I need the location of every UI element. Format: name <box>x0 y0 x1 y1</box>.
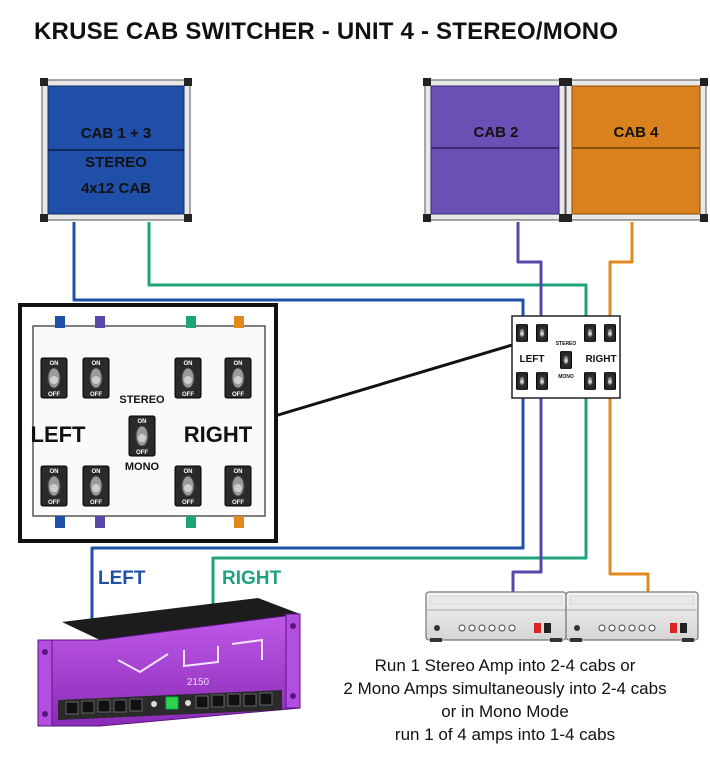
toggle-s-left-bottom-1[interactable] <box>516 372 528 390</box>
toggle-left-bottom-2[interactable]: ON OFF <box>82 465 110 507</box>
toggle-s-left-top-2[interactable] <box>536 324 548 342</box>
vht-logo <box>117 638 263 674</box>
toggle-off-label: OFF <box>48 500 60 506</box>
blue-cable-cab <box>72 222 525 316</box>
toggle-right-bottom-2[interactable]: ON OFF <box>224 465 252 507</box>
small-mono-label: MONO <box>558 374 574 380</box>
toggle-off-label: OFF <box>232 392 244 398</box>
toggle-on-label: ON <box>92 469 101 475</box>
toggle-s-left-top-1[interactable] <box>516 324 528 342</box>
toggle-right-top-1[interactable]: ON OFF <box>174 357 202 399</box>
toggle-off-label: OFF <box>232 500 244 506</box>
toggle-left-bottom-1[interactable]: ON OFF <box>40 465 68 507</box>
amp-head-1 <box>425 591 567 642</box>
switcher-right-label: RIGHT <box>184 422 253 447</box>
bottom-jacks <box>55 516 244 528</box>
toggle-small-stereo-mono[interactable] <box>560 351 572 369</box>
toggle-right-bottom-1[interactable]: ON OFF <box>174 465 202 507</box>
small-left-label: LEFT <box>520 354 545 365</box>
cables <box>72 222 650 620</box>
toggle-on-label: ON <box>184 469 193 475</box>
toggle-right-top-2[interactable]: ON OFF <box>224 357 252 399</box>
toggle-off-label: OFF <box>90 392 102 398</box>
cab-1-3: CAB 1 + 3 STEREO 4x12 CAB <box>40 78 192 222</box>
cab-1-3-stereo-label: STEREO <box>85 154 147 171</box>
toggle-s-right-bottom-2[interactable] <box>604 372 616 390</box>
toggle-off-label: OFF <box>182 392 194 398</box>
power-led <box>165 696 179 710</box>
toggle-left-top-1[interactable]: ON OFF <box>40 357 68 399</box>
toggle-on-label: ON <box>50 469 59 475</box>
toggle-s-right-bottom-1[interactable] <box>584 372 596 390</box>
cab-2-label: CAB 2 <box>473 124 518 141</box>
amp-left-label: LEFT <box>98 568 146 589</box>
toggle-stereo-mono[interactable]: ON OFF <box>128 415 156 457</box>
amp-model-label: 2150 <box>187 677 210 688</box>
toggle-off-label: OFF <box>136 450 148 456</box>
toggle-off-label: OFF <box>182 500 194 506</box>
caption: Run 1 Stereo Amp into 2-4 cabs or 2 Mono… <box>300 654 710 746</box>
toggle-off-label: OFF <box>48 392 60 398</box>
toggle-on-label: ON <box>50 361 59 367</box>
switcher-mono-label: MONO <box>125 461 160 473</box>
page-title: KRUSE CAB SWITCHER - UNIT 4 - STEREO/MON… <box>34 18 619 45</box>
caption-line-1: Run 1 Stereo Amp into 2-4 cabs or <box>374 656 636 675</box>
switcher-small: LEFT RIGHT STEREO MONO <box>511 315 621 399</box>
purple-cable-amp <box>511 398 543 602</box>
toggle-on-label: ON <box>138 419 147 425</box>
small-stereo-label: STEREO <box>556 341 577 347</box>
switcher-stereo-label: STEREO <box>119 394 165 406</box>
orange-cable-amp <box>608 398 650 602</box>
toggle-off-label: OFF <box>90 500 102 506</box>
cab-4-label: CAB 4 <box>613 124 659 141</box>
cab-1-3-label: CAB 1 + 3 <box>81 125 151 142</box>
small-right-label: RIGHT <box>585 354 616 365</box>
switcher-zoom: ON OFF ON OFF ON OFF ON OFF ON OFF ON OFF ON OFF ON OFF… <box>18 303 278 543</box>
toggle-s-right-top-2[interactable] <box>604 324 616 342</box>
purple-cable-cab <box>516 222 543 316</box>
toggle-on-label: ON <box>234 469 243 475</box>
toggle-on-label: ON <box>184 361 193 367</box>
toggle-s-right-top-1[interactable] <box>584 324 596 342</box>
amp-right-label: RIGHT <box>222 568 282 589</box>
amp-head-2 <box>565 591 699 642</box>
cab-2: CAB 2 <box>423 78 567 222</box>
blue-cable-amp <box>90 398 525 620</box>
green-cable-amp <box>211 398 588 610</box>
zoom-leader-line <box>267 343 513 420</box>
toggle-left-top-2[interactable]: ON OFF <box>82 357 110 399</box>
switcher-left-label: LEFT <box>31 422 87 447</box>
toggle-on-label: ON <box>92 361 101 367</box>
caption-line-2: 2 Mono Amps simultaneously into 2-4 cabs <box>343 679 667 698</box>
top-jacks <box>55 316 244 328</box>
caption-line-3: or in Mono Mode <box>441 702 569 721</box>
green-cable-cab <box>147 222 588 316</box>
toggle-on-label: ON <box>234 361 243 367</box>
toggle-s-left-bottom-2[interactable] <box>536 372 548 390</box>
cab-1-3-size-label: 4x12 CAB <box>81 180 151 197</box>
orange-cable-cab <box>608 222 634 316</box>
cab-4: CAB 4 <box>564 78 708 222</box>
rack-amp: 2150 <box>37 598 301 727</box>
amp-controls <box>65 692 273 715</box>
caption-line-4: run 1 of 4 amps into 1-4 cabs <box>394 725 616 744</box>
